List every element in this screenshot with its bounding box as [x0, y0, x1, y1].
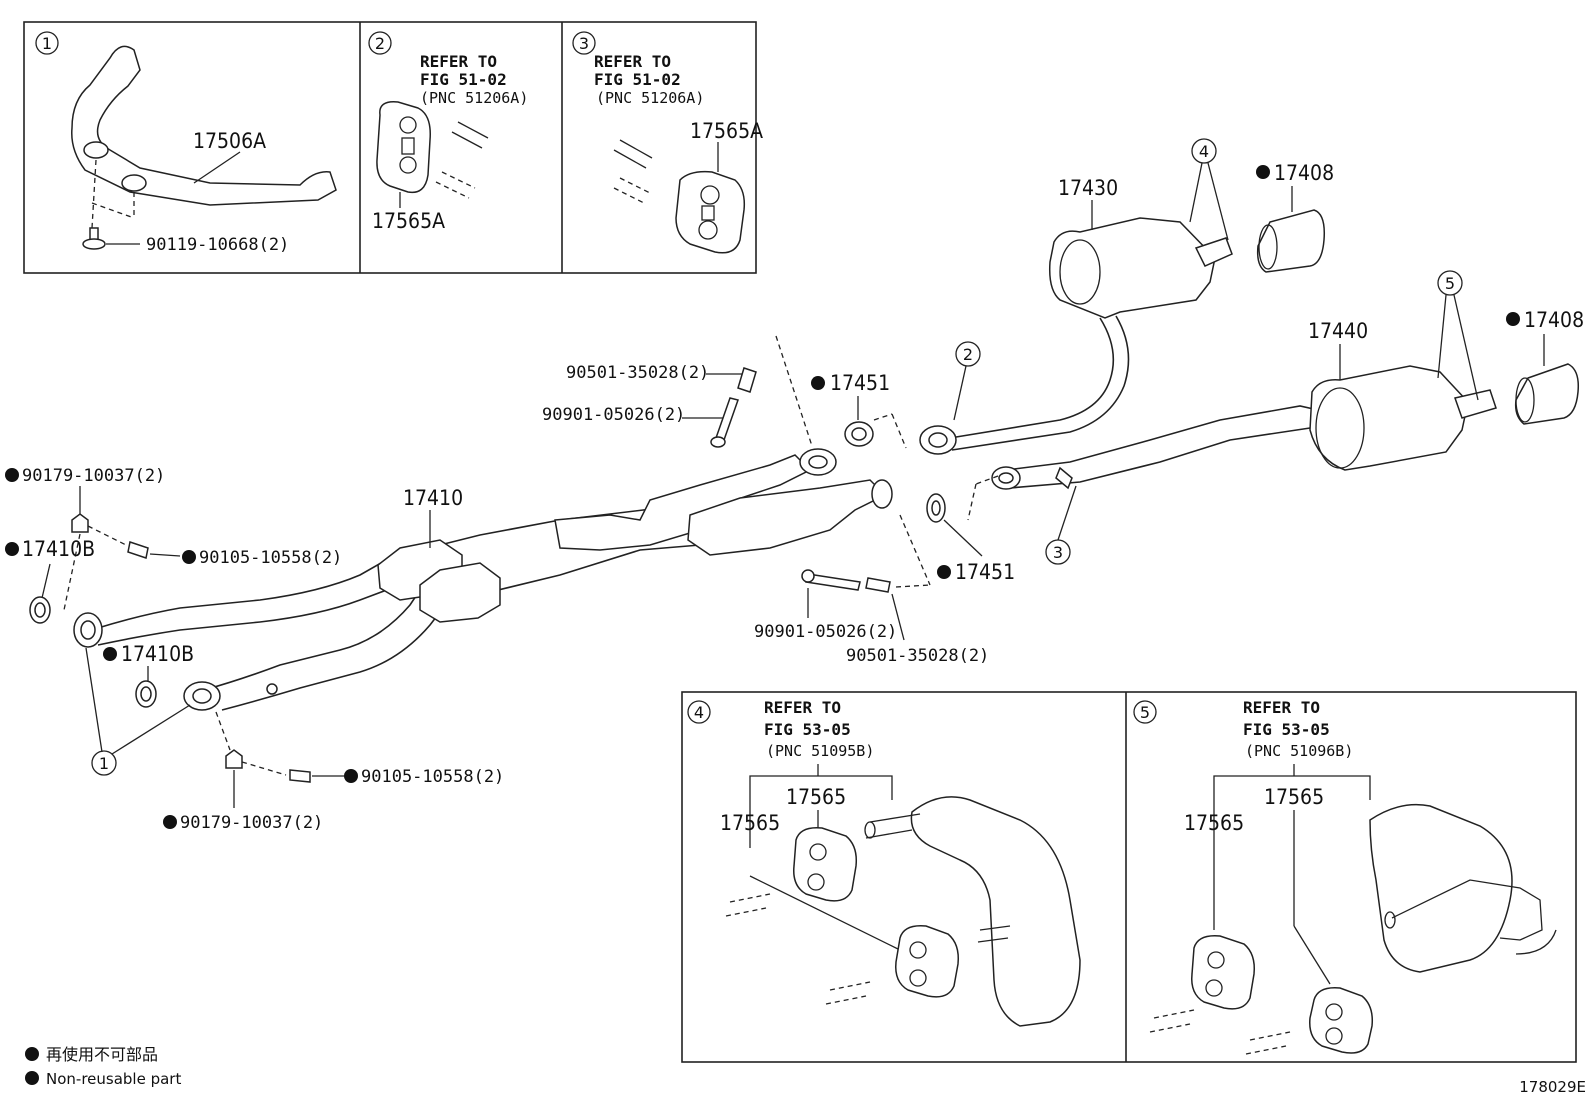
hanger-17565A-inset3-icon: [675, 170, 746, 254]
label-90501-lower: 90501-35028(2): [846, 646, 989, 666]
inset-5-number: 5: [1140, 703, 1150, 722]
center-upper-fasteners: 90501-35028(2) 90901-05026(2): [542, 335, 813, 448]
spring-90501-upper-icon: [737, 367, 757, 393]
label-17565-inset4-b: 17565: [720, 811, 780, 835]
inset-3-refer-2: FIG 51-02: [594, 70, 681, 89]
hanger-17565A-icon: [376, 101, 431, 194]
label-90501-upper: 90501-35028(2): [566, 363, 709, 383]
bracket-17506A: [71, 45, 337, 206]
inset-4-number: 4: [694, 703, 704, 722]
label-90901-upper: 90901-05026(2): [542, 405, 685, 425]
bolt-90119-icon: [82, 227, 106, 250]
label-90179-lower: 90179-10037(2): [180, 813, 323, 833]
inset-5-refer-2: FIG 53-05: [1243, 720, 1330, 739]
bolt-90105-lower-icon: [289, 769, 311, 783]
label-17565-inset5-a: 17565: [1264, 785, 1324, 809]
inset-4-refer-2: FIG 53-05: [764, 720, 851, 739]
inset-5: 5 REFER TO FIG 53-05 (PNC 51096B) 17565 …: [1133, 698, 1557, 1055]
label-90105-upper: 90105-10558(2): [199, 548, 342, 568]
hanger-17565-inset4-upper-icon: [793, 827, 858, 902]
label-90105-lower: 90105-10558(2): [361, 767, 504, 787]
bolt-90901-upper-icon: [715, 397, 739, 441]
callout-4-main: 4: [1199, 142, 1209, 161]
callout-3: 3: [1053, 543, 1063, 562]
inset-4-refer-1: REFER TO: [764, 698, 841, 717]
inset-3-refer-1: REFER TO: [594, 52, 671, 71]
legend-en: Non-reusable part: [46, 1070, 181, 1088]
label-17410B-lower: 17410B: [121, 642, 194, 666]
label-17440: 17440: [1308, 319, 1368, 343]
muffler-17430: [919, 217, 1233, 455]
label-90901-lower: 90901-05026(2): [754, 622, 897, 642]
tip-17408-lower-icon: [1514, 363, 1580, 425]
inset-2-refer-2: FIG 51-02: [420, 70, 507, 89]
label-17408-lower: 17408: [1524, 308, 1584, 332]
nut-90179-upper-icon: [71, 513, 89, 533]
inset-3-number: 3: [579, 34, 589, 53]
label-17451-upper: 17451: [830, 371, 890, 395]
inset-4: 4 REFER TO FIG 53-05 (PNC 51095B) 17565 …: [687, 698, 1081, 1027]
callout-5-main: 5: [1445, 274, 1455, 293]
inset-5-refer-3: (PNC 51096B): [1245, 742, 1353, 760]
figure-code: 178029E: [1519, 1078, 1586, 1096]
spring-90501-lower-icon: [865, 577, 891, 593]
hanger-17565-inset5-right-icon: [1309, 987, 1374, 1054]
label-17565A-inset2: 17565A: [372, 209, 445, 233]
inset-4-refer-3: (PNC 51095B): [766, 742, 874, 760]
bracket-inset4-icon: [910, 796, 1081, 1027]
label-17410B-upper: 17410B: [22, 537, 95, 561]
center-lower-fasteners: 17451 90901-05026(2) 90501-35028(2): [754, 493, 1015, 666]
callout-2: 2: [963, 345, 973, 364]
inset-5-refer-1: REFER TO: [1243, 698, 1320, 717]
label-17506A: 17506A: [193, 129, 266, 153]
inset-2-refer-3: (PNC 51206A): [420, 89, 528, 107]
hanger-17565-inset5-left-icon: [1191, 935, 1256, 1010]
label-17408-upper: 17408: [1274, 161, 1334, 185]
left-fasteners: 90179-10037(2) 90105-10558(2) 17410B 174…: [5, 466, 504, 833]
muffler-17440: [991, 365, 1497, 490]
label-17430: 17430: [1058, 176, 1118, 200]
hanger-17565-inset4-lower-icon: [895, 925, 960, 998]
inset-panel-top: [23, 21, 757, 274]
inset-panel-bottom: [681, 691, 1577, 1063]
label-90119-10668: 90119-10668(2): [146, 235, 289, 255]
callout-1: 1: [99, 754, 109, 773]
inset-2: 2 REFER TO FIG 51-02 (PNC 51206A) 17565A: [368, 31, 528, 233]
tip-17408-upper-icon: [1256, 209, 1326, 273]
label-17451-lower: 17451: [955, 560, 1015, 584]
inset-3: 3 REFER TO FIG 51-02 (PNC 51206A) 17565A: [572, 31, 763, 254]
bolt-90105-upper-icon: [127, 541, 149, 559]
legend: 再使用不可部品 Non-reusable part: [25, 1045, 181, 1088]
front-pipe-17410: [73, 448, 893, 711]
inset-1: 1 17506A 90119-10668(2): [35, 31, 337, 255]
label-17565-inset5-b: 17565: [1184, 811, 1244, 835]
inset-2-number: 2: [375, 34, 385, 53]
inset-2-refer-1: REFER TO: [420, 52, 497, 71]
label-17565-inset4-a: 17565: [786, 785, 846, 809]
inset-3-refer-3: (PNC 51206A): [596, 89, 704, 107]
label-90179-upper: 90179-10037(2): [22, 466, 165, 486]
nut-90179-lower-icon: [225, 749, 243, 769]
label-17565A-inset3: 17565A: [690, 119, 763, 143]
label-17410: 17410: [403, 486, 463, 510]
inset-1-number: 1: [42, 34, 52, 53]
bracket-inset5-icon: [1369, 803, 1513, 973]
legend-jp: 再使用不可部品: [46, 1045, 158, 1064]
